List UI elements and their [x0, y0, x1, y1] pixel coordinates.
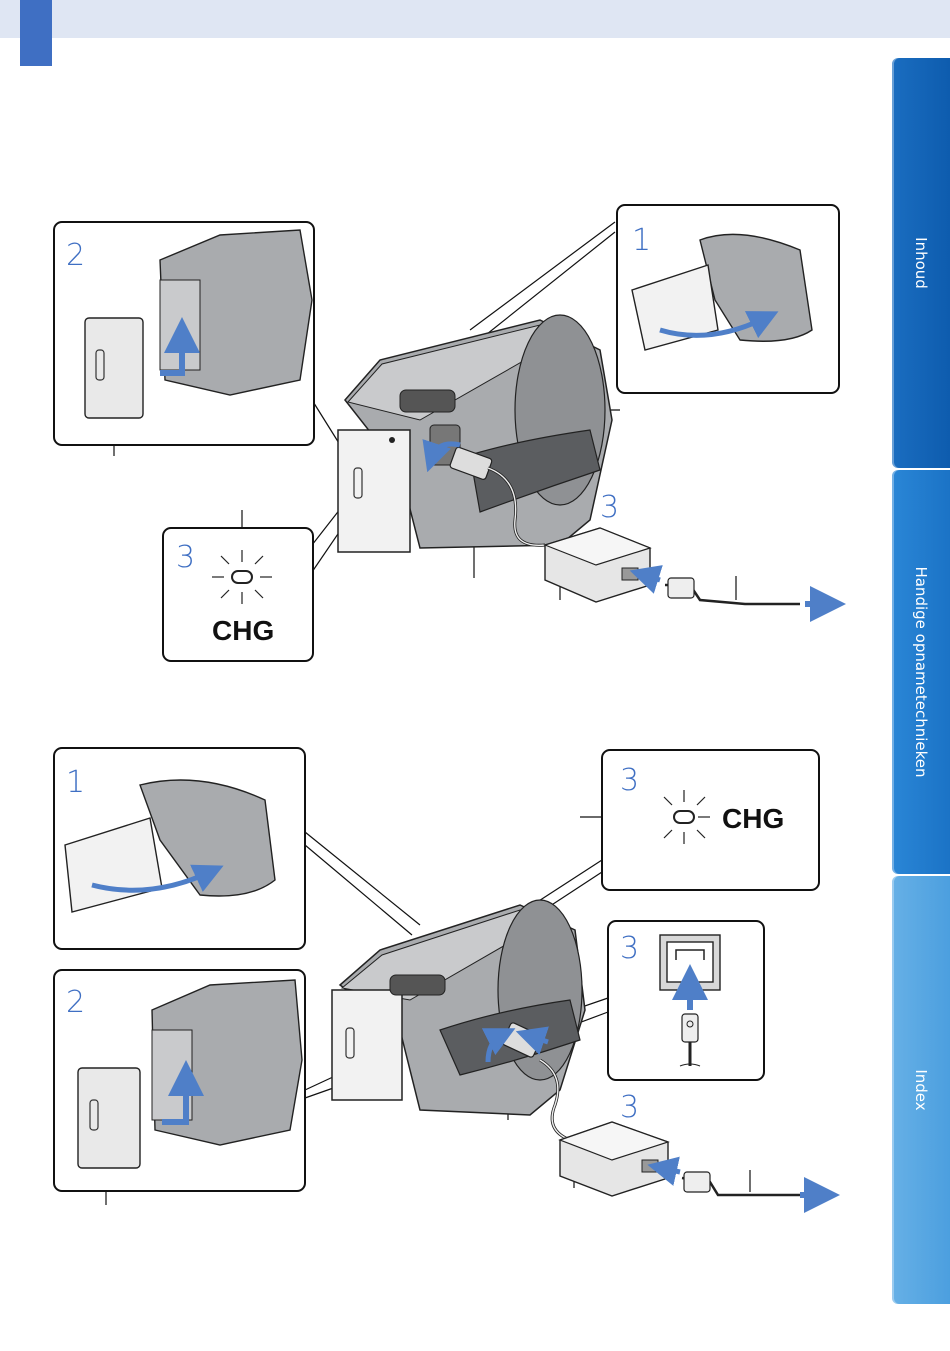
ac-adaptor-figure1 — [545, 528, 828, 604]
battery-pack — [85, 318, 143, 418]
panel-attach-battery-figure2: 2 — [54, 970, 305, 1191]
step-3-adapter-number-fig2: 3 — [620, 1090, 639, 1125]
panel-chg-lamp-figure2: 3 CHG — [602, 750, 819, 890]
step-3-adapter-number: 3 — [600, 490, 619, 525]
figure-1: 3 2 1 3 — [54, 205, 839, 661]
panel-2-number: 2 — [66, 238, 85, 273]
panel-open-lcd-figure1: 1 — [617, 205, 839, 393]
power-cord-plug — [668, 578, 694, 598]
chg-label: CHG — [212, 615, 274, 646]
panel-attach-battery-figure1: 2 — [54, 222, 314, 445]
panel-open-lcd-figure2: 1 — [54, 748, 305, 949]
figure-2: 3 1 2 3 — [54, 748, 822, 1205]
panel-dc-jack-figure2: 3 — [608, 921, 764, 1080]
panel-1-number: 1 — [632, 223, 651, 258]
panel-jack-number-fig2: 3 — [620, 931, 639, 966]
panel-chg-number: 3 — [176, 540, 195, 575]
panel-chg-number-fig2: 3 — [620, 763, 639, 798]
camcorder-figure2 — [332, 900, 585, 1115]
panel-2-number-fig2: 2 — [66, 985, 85, 1020]
ac-adaptor-figure2 — [560, 1122, 822, 1196]
chg-lamp-icon — [232, 571, 252, 583]
battery-installed — [338, 430, 410, 552]
dc-plug-icon — [682, 1014, 698, 1042]
panel-chg-lamp-figure1: 3 CHG — [163, 528, 313, 661]
camcorder-figure1 — [338, 315, 612, 552]
chg-label-fig2: CHG — [722, 803, 784, 834]
panel-1-number-fig2: 1 — [66, 765, 85, 800]
